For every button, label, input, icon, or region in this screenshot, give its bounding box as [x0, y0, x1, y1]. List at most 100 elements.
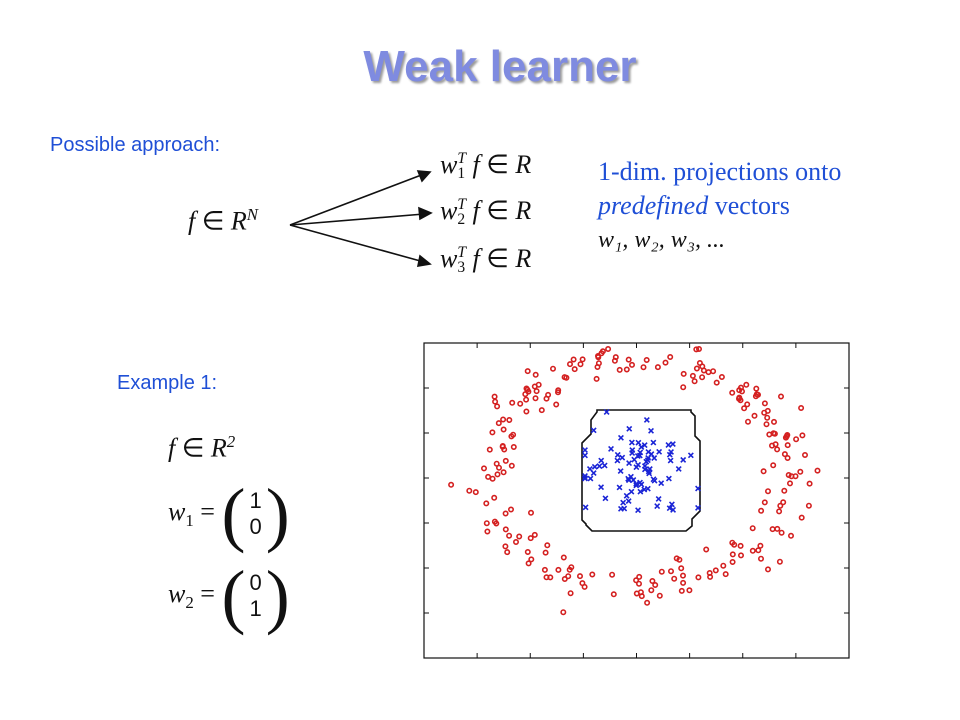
outer-point [635, 580, 642, 587]
outer-point [689, 372, 696, 379]
inner-point [598, 484, 605, 491]
outer-point [770, 462, 777, 469]
inner-point [635, 507, 642, 514]
outer-point [517, 400, 524, 407]
outer-point [576, 573, 583, 580]
outer-point [502, 526, 509, 533]
outer-point [555, 566, 562, 573]
description-line-3: w₁, w₂, w₃, ... [598, 227, 726, 253]
outer-point [691, 378, 698, 385]
outer-point [722, 571, 729, 578]
inner-point [628, 488, 635, 495]
inner-point [666, 505, 673, 512]
inner-point [587, 475, 594, 482]
inner-point [695, 504, 701, 511]
outer-point [761, 400, 768, 407]
outer-point [776, 508, 783, 515]
inner-point [614, 451, 621, 458]
outer-point [705, 369, 712, 376]
inner-point [617, 468, 624, 475]
outer-point [729, 558, 736, 565]
outer-point [555, 387, 562, 394]
outer-point [494, 471, 501, 478]
outer-point [749, 525, 756, 532]
outer-point [610, 591, 617, 598]
outer-point [531, 383, 538, 390]
outer-point [693, 346, 700, 353]
outer-point [781, 487, 788, 494]
outer-point [643, 356, 650, 363]
outer-point [538, 407, 545, 414]
outer-point [523, 408, 530, 415]
outer-point [523, 396, 530, 403]
outer-point [609, 571, 616, 578]
outer-point [527, 509, 534, 516]
outer-point [527, 535, 534, 542]
outer-point [495, 420, 502, 427]
inner-point [582, 472, 588, 479]
outer-point [625, 356, 632, 363]
outer-point [712, 567, 719, 574]
outer-point [542, 549, 549, 556]
outer-point [565, 573, 572, 580]
outer-point [566, 361, 573, 368]
outer-point [507, 506, 514, 513]
outer-point [658, 568, 665, 575]
outer-point [679, 572, 686, 579]
outer-point [676, 556, 683, 563]
outer-point [489, 429, 496, 436]
outer-point [751, 412, 758, 419]
outer-point [805, 502, 812, 509]
inner-point [635, 439, 642, 446]
outer-point [483, 500, 490, 507]
inner-point [641, 442, 648, 449]
outer-point [776, 558, 783, 565]
outer-point [616, 366, 623, 373]
outer-point [806, 480, 813, 487]
arrow-2-head [418, 206, 433, 221]
outer-point [525, 560, 532, 567]
inner-point [590, 427, 597, 434]
projection-description: 1-dim. projections onto predefined vecto… [598, 155, 841, 257]
outer-point [532, 371, 539, 378]
outer-point [777, 393, 784, 400]
outer-point [499, 443, 506, 450]
outer-point [516, 533, 523, 540]
outer-point [781, 451, 788, 458]
outer-point [696, 359, 703, 366]
outer-point [718, 373, 725, 380]
outer-point [528, 556, 535, 563]
inner-point [591, 463, 598, 470]
outer-point [797, 468, 804, 475]
arrow-1-head [416, 170, 432, 183]
inner-point [602, 495, 609, 502]
inner-point [601, 462, 608, 469]
inner-point [654, 503, 661, 510]
outer-point [560, 609, 567, 616]
inner-point [638, 444, 645, 450]
inner-point [598, 457, 605, 464]
inner-point [667, 457, 674, 464]
description-line-2: predefined vectors [598, 191, 790, 220]
outer-point [744, 401, 751, 408]
outer-point [561, 575, 568, 582]
outer-point [598, 350, 605, 357]
inner-point [656, 448, 663, 455]
outer-point [654, 364, 661, 371]
inner-point [603, 409, 610, 415]
outer-point [633, 577, 640, 584]
outer-point [786, 480, 793, 487]
outer-point [579, 356, 586, 363]
outer-point [780, 499, 787, 506]
inner-point [617, 434, 624, 441]
outer-point [510, 431, 517, 438]
outer-point [628, 361, 635, 368]
inner-point [637, 488, 644, 495]
arrow-3 [289, 224, 425, 263]
inner-point [641, 463, 648, 469]
outer-point [729, 551, 736, 558]
inner-point [645, 448, 652, 455]
outer-point [774, 525, 781, 532]
inner-point [695, 485, 701, 492]
